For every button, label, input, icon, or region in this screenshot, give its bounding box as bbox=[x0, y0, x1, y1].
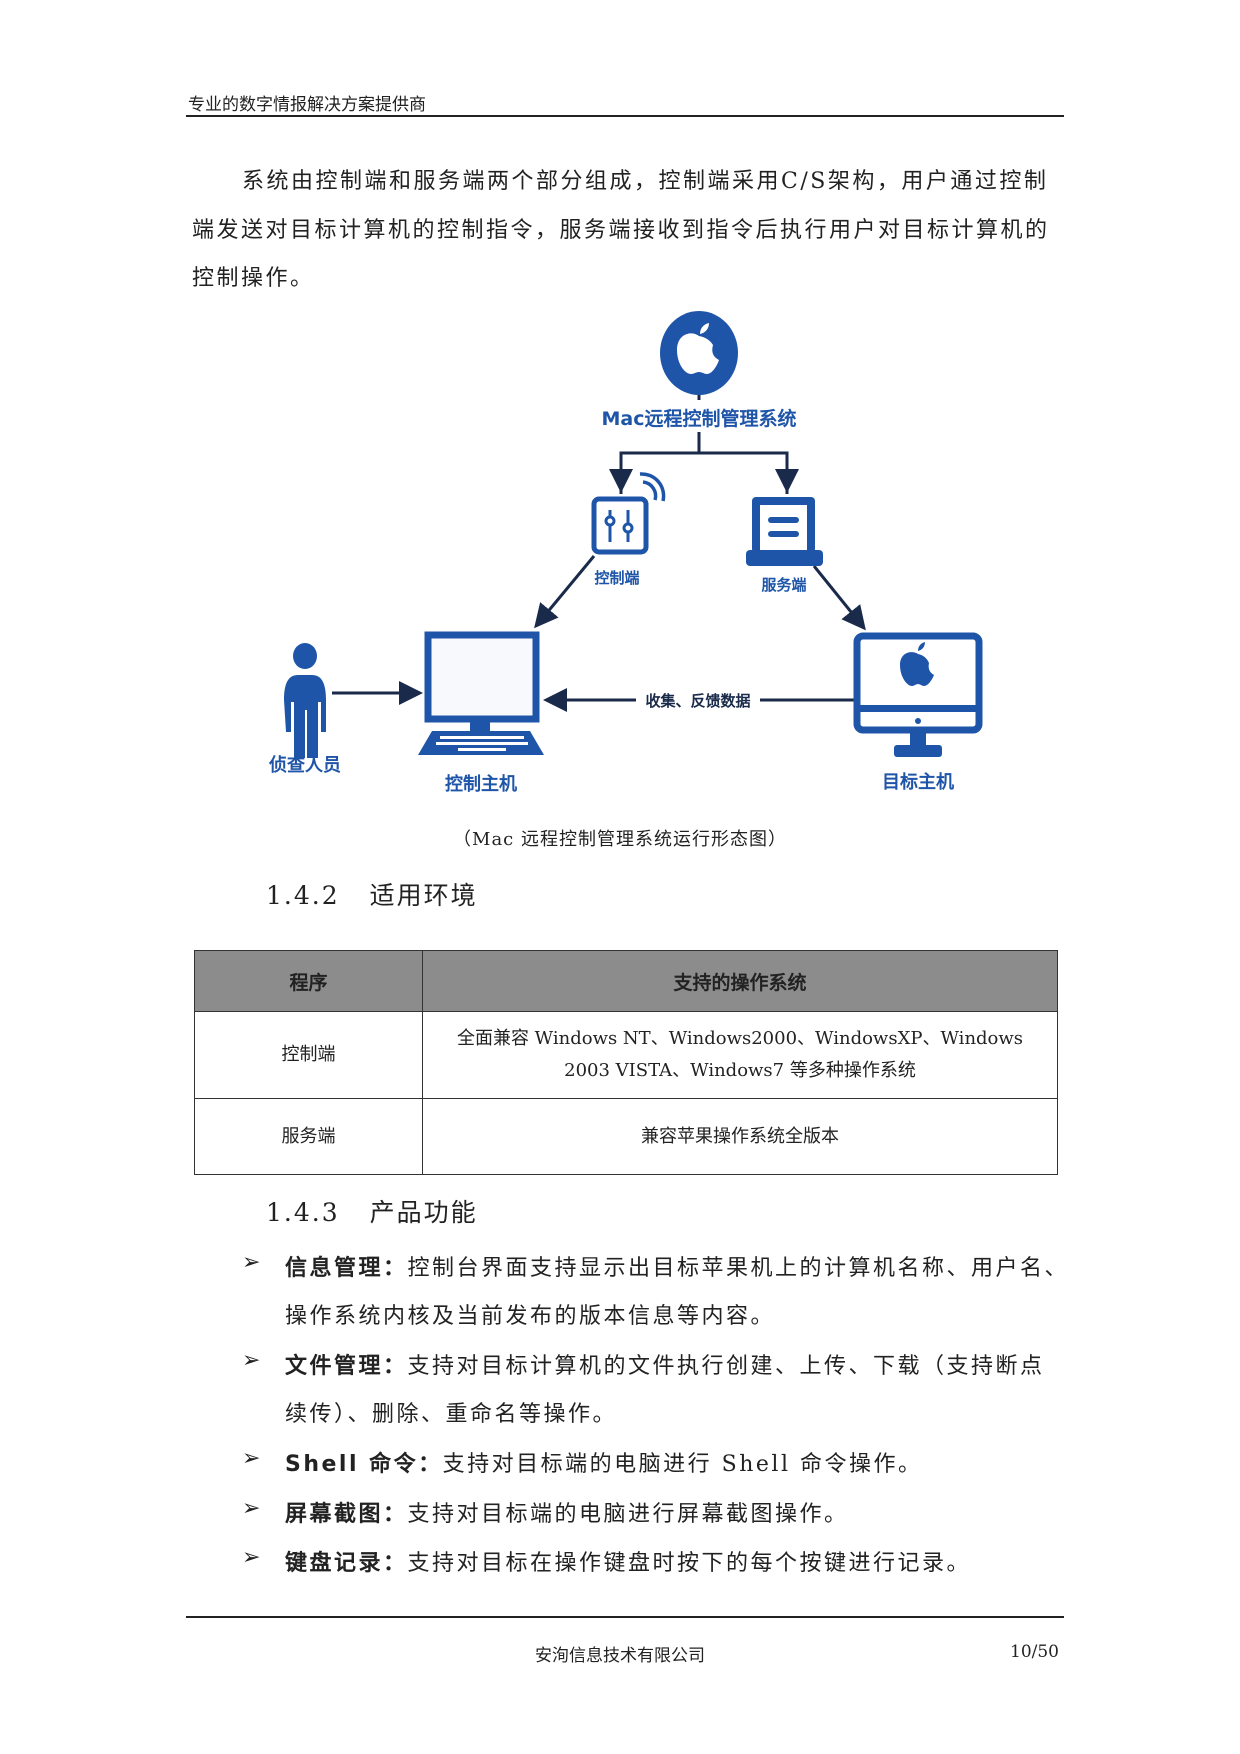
section-title: 产品功能 bbox=[369, 1198, 478, 1227]
feedback-label: 收集、反馈数据 bbox=[645, 692, 750, 710]
table-cell: 兼容苹果操作系统全版本 bbox=[422, 1098, 1058, 1175]
section-number: 1.4.2 bbox=[266, 881, 340, 910]
diagram-caption: （Mac 远程控制管理系统运行形态图） bbox=[453, 829, 787, 850]
intro-paragraph: 系统由控制端和服务端两个部分组成，控制端采用C/S架构，用户通过控制端发送对目标… bbox=[192, 169, 1050, 291]
table-cell: 控制端 bbox=[194, 1011, 423, 1099]
diagram-title: Mac远程控制管理系统 bbox=[602, 407, 797, 430]
environment-table: 程序支持的操作系统 控制端全面兼容 Windows NT、Windows2000… bbox=[194, 950, 1058, 1175]
feature-desc: 支持对目标计算机的文件执行创建、上传、下载（支持断点 bbox=[407, 1354, 1045, 1379]
control-client-label: 控制端 bbox=[594, 569, 639, 587]
target-host-label: 目标主机 bbox=[882, 771, 954, 793]
table-row: 服务端兼容苹果操作系统全版本 bbox=[194, 1098, 1058, 1175]
footer-company: 安洵信息技术有限公司 bbox=[535, 1646, 705, 1666]
arrow-bullet-icon: ➢ bbox=[242, 1545, 263, 1570]
arrow-bullet-icon: ➢ bbox=[242, 1250, 263, 1275]
control-host-computer-icon bbox=[418, 631, 544, 755]
target-host-imac-icon bbox=[853, 632, 983, 757]
feature-desc: 支持对目标在操作键盘时按下的每个按键进行记录。 bbox=[407, 1551, 972, 1576]
control-client-icon bbox=[591, 472, 666, 555]
table-cell: 服务端 bbox=[194, 1098, 423, 1175]
section-number: 1.4.3 bbox=[266, 1198, 340, 1227]
feature-name: 键盘记录： bbox=[285, 1551, 408, 1576]
arrow-bullet-icon: ➢ bbox=[242, 1348, 263, 1373]
feature-desc: 支持对目标端的电脑进行屏幕截图操作。 bbox=[407, 1502, 849, 1527]
feature-desc: 操作系统内核及当前发布的版本信息等内容。 bbox=[285, 1304, 776, 1329]
page-header-title: 专业的数字情报解决方案提供商 bbox=[188, 95, 426, 115]
feature-desc: 续传）、删除、重命名等操作。 bbox=[285, 1402, 618, 1427]
investigator-label: 侦查人员 bbox=[269, 754, 341, 776]
server-label: 服务端 bbox=[761, 576, 806, 594]
table-header-os: 支持的操作系统 bbox=[422, 950, 1058, 1012]
section-heading-functions: 1.4.3 产品功能 bbox=[266, 1193, 508, 1229]
feature-name: 屏幕截图： bbox=[285, 1502, 408, 1527]
arrow-bullet-icon: ➢ bbox=[242, 1446, 263, 1471]
feature-name: Shell 命令： bbox=[285, 1452, 443, 1477]
feature-name: 文件管理： bbox=[285, 1354, 408, 1379]
arrow-bullet-icon: ➢ bbox=[242, 1496, 263, 1521]
section-heading-environment: 1.4.2 适用环境 bbox=[266, 876, 508, 912]
table-header-program: 程序 bbox=[194, 950, 423, 1012]
investigator-person-icon bbox=[284, 643, 326, 758]
header-divider bbox=[186, 115, 1064, 117]
table-row: 控制端全面兼容 Windows NT、Windows2000、WindowsXP… bbox=[194, 1011, 1058, 1099]
feature-name: 信息管理： bbox=[285, 1256, 408, 1281]
apple-logo-icon bbox=[660, 311, 738, 395]
system-diagram: Mac远程控制管理系统 控制端 服务端 侦查人员 控制主机 目标主机 收集、反馈 bbox=[269, 311, 983, 795]
control-host-label: 控制主机 bbox=[445, 773, 517, 795]
feature-desc: 支持对目标端的电脑进行 Shell 命令操作。 bbox=[442, 1452, 923, 1477]
page-number: 10/50 bbox=[1010, 1642, 1059, 1662]
server-icon bbox=[746, 497, 823, 566]
footer-divider bbox=[186, 1616, 1064, 1618]
feature-desc: 控制台界面支持显示出目标苹果机上的计算机名称、用户名、 bbox=[407, 1256, 1070, 1281]
table-cell: 全面兼容 Windows NT、Windows2000、WindowsXP、Wi… bbox=[422, 1011, 1058, 1099]
section-title: 适用环境 bbox=[369, 881, 478, 910]
